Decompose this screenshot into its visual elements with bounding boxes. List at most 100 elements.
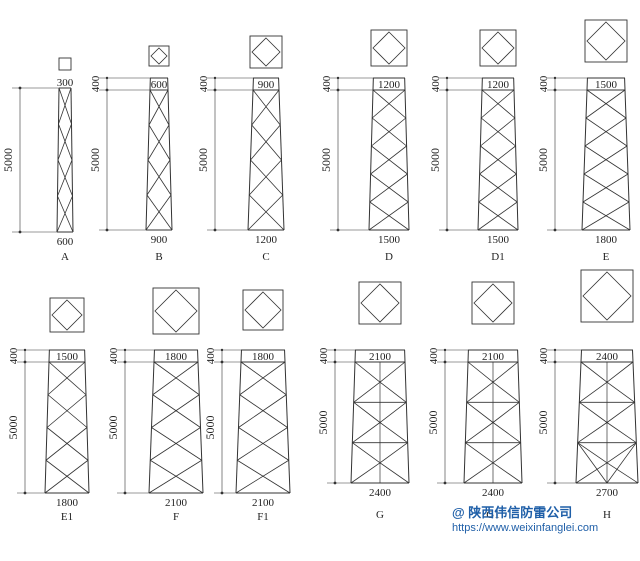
tower-d-seg-label: 400 [321,75,333,92]
tower-h-height-label: 5000 [536,411,550,435]
tower-e-seg-label: 400 [538,75,550,92]
tower-a-brace [57,159,73,197]
tower-e-brace [584,117,627,147]
tower-g-brace [353,402,381,423]
tower-f-top-width: 1800 [165,351,188,363]
tower-c-top-width: 900 [258,79,275,91]
tower-b-top-square [148,45,170,67]
tower-a-brace [58,123,73,161]
tower-f-brace [153,361,200,396]
tower-b-brace [148,89,169,126]
tower-g1-dim-tick-bot [443,481,447,485]
tower-a-brace [58,87,72,125]
tower-g-seg-tick [333,348,337,352]
tower-d1-brace [480,117,516,147]
tower-e-dim-tick-bot [553,228,557,232]
tower-g-brace [352,442,381,464]
tower-e1-brace [44,459,89,494]
tower-a-label: A [61,251,69,263]
tower-c-brace [251,124,282,161]
tower-d1-brace [477,201,518,231]
tower-f1-brace [239,361,286,396]
tower-f1-top-square [242,289,284,331]
tower-g-brace [379,381,407,403]
tower-g-brace [379,462,410,484]
tower-d1-top-width: 1200 [487,79,510,91]
tower-b-top-width: 600 [151,79,168,91]
tower-g-top-diamond [360,283,400,323]
tower-h-brace [580,361,608,383]
tower-d1-leg-right [513,77,519,231]
tower-f1-seg-label: 400 [205,347,217,364]
tower-d1-brace [480,89,515,119]
tower-e1-height-label: 5000 [6,416,20,440]
tower-e-top-square [584,19,628,63]
tower-h-top-square [580,269,634,323]
tower-c-brace [251,89,280,126]
tower-d-brace [372,89,407,119]
tower-b-brace [146,159,171,196]
tower-f1-brace [235,459,289,494]
tower-g1-brace [492,402,520,423]
tower-d1-height-label: 5000 [428,148,442,172]
tower-d1-brace [479,145,516,175]
tower-g-brace [379,442,408,464]
tower-a-brace [56,195,73,233]
tower-f1-label: F1 [257,511,269,523]
tower-h-top-width: 2400 [596,351,619,363]
tower-b-leg-left [145,77,151,231]
tower-f-brace [152,361,199,396]
tower-g-top-square [358,281,402,325]
tower-e-label: E [603,251,610,263]
tower-b-brace [147,159,172,196]
tower-b-brace [147,124,170,161]
tower-h-brace [606,422,637,443]
tower-b-height-label: 5000 [88,148,102,172]
tower-g-top-width: 2100 [369,351,392,363]
tower-e-bottom-width: 1800 [595,234,618,246]
tower-b-brace [148,124,171,161]
tower-c-top-square [249,35,283,69]
tower-g-height-label: 5000 [316,411,330,435]
tower-g1-label: G1 [486,509,499,521]
tower-f-leg-right [197,349,204,494]
tower-c-dim-tick-bot [213,228,217,232]
tower-g-leg-right [404,349,410,484]
tower-e1-brace [46,427,89,461]
tower-f1-leg-left [235,349,242,494]
tower-c-brace [248,159,282,196]
tower-e1-label: E1 [61,511,73,523]
tower-h-brace [606,462,639,484]
tower-c-bottom-width: 1200 [255,234,278,246]
watermark-url[interactable]: https://www.weixinfanglei.com [452,522,599,534]
tower-g-brace [379,402,407,423]
tower-g-brace [353,381,381,403]
tower-g1-brace [492,422,521,443]
tower-d-top-width: 1200 [378,79,401,91]
tower-c-seg-label: 400 [198,75,210,92]
tower-g1-brace [492,442,521,464]
tower-b-brace [149,89,170,126]
tower-g1-brace [465,442,494,464]
tower-e1-leg-right [84,349,90,494]
tower-g-brace [354,361,381,383]
tower-d1-seg-tick [445,76,449,80]
tower-h-brace [606,381,635,403]
tower-d-leg-left [368,77,374,231]
tower-g1-leg-left [463,349,469,484]
tower-f-height-label: 5000 [106,416,120,440]
tower-g-label: G [376,509,384,521]
tower-g1-brace [465,422,494,443]
tower-g1-bottom-width: 2400 [482,487,505,499]
tower-e1-top-width: 1500 [56,351,79,363]
tower-f1-dim-tick-bot [220,491,224,495]
tower-h-seg-label: 400 [538,347,550,364]
tower-g1-brace [463,462,494,484]
tower-d-brace [370,173,409,203]
watermark: @ 陕西伟信防雷公司 https://www.weixinfanglei.com [452,505,637,535]
tower-a-dim-tick-bot [18,230,22,234]
tower-e-top-width: 1500 [595,79,618,91]
tower-f-top-diamond [154,289,198,333]
tower-f1-brace [237,427,288,461]
